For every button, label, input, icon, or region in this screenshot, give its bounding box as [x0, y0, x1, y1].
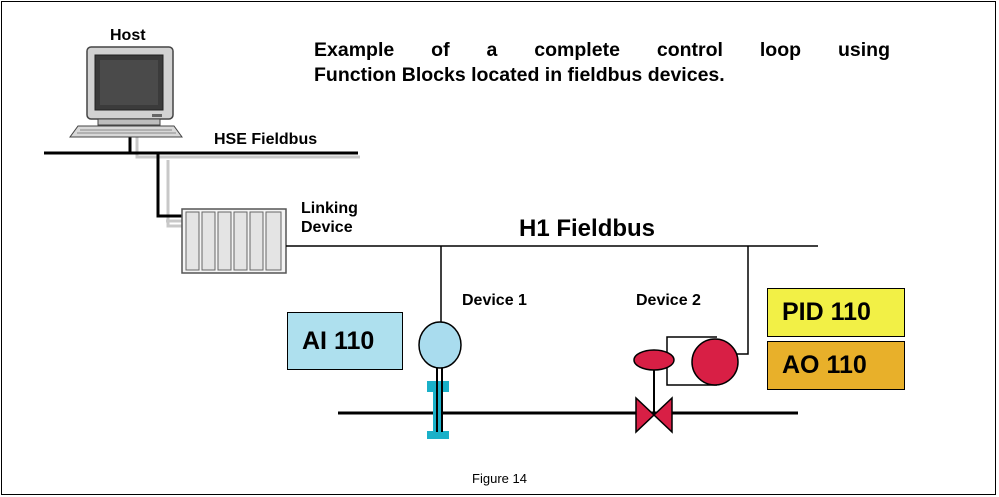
linking-device-icon: [181, 208, 287, 274]
hse-fieldbus-label: HSE Fieldbus: [214, 131, 318, 148]
device2-label: Device 2: [636, 292, 701, 309]
device1-transmitter-icon: [418, 321, 462, 439]
device1-label: Device 1: [462, 292, 527, 309]
ao-function-block: AO 110: [767, 341, 905, 390]
linking-device-label-line2: Device: [301, 219, 353, 236]
device2-valve-icon: [633, 336, 739, 434]
figure-caption: Figure 14: [472, 471, 527, 486]
title-line-2: Function Blocks located in fieldbus devi…: [314, 64, 725, 87]
device2-drop-line: [737, 246, 749, 355]
h1-fieldbus-label: H1 Fieldbus: [519, 215, 656, 242]
ai-function-block: AI 110: [287, 312, 403, 370]
linking-device-label-line1: Linking: [301, 200, 358, 217]
title-line-1: Example of a complete control loop using: [314, 39, 890, 61]
host-label: Host: [110, 27, 146, 44]
hse-to-linking-line: [156, 153, 185, 218]
diagram-title: Example of a complete control loop using…: [314, 38, 890, 89]
host-computer-icon: [69, 46, 183, 138]
pid-function-block: PID 110: [767, 288, 905, 337]
